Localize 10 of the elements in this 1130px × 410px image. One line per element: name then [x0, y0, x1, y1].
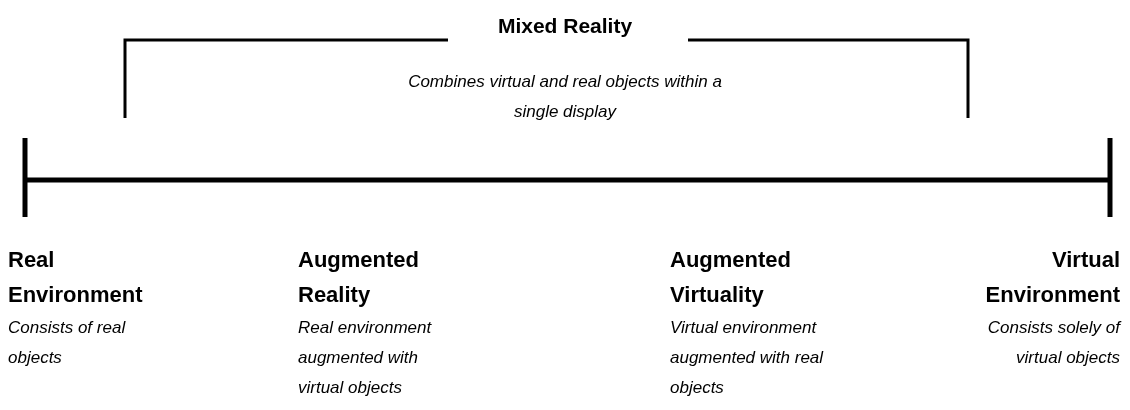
title: Mixed Reality [496, 14, 634, 38]
heading: Augmented Reality [298, 246, 420, 309]
heading: Virtual Environment [984, 246, 1120, 309]
heading: Augmented Virtuality [670, 246, 792, 309]
description: Consists solely of virtual objects [986, 317, 1120, 369]
description: Combines virtual and real objects within a single display [407, 71, 723, 123]
description: Virtual environment augmented with real objects [670, 317, 825, 399]
description: Real environment augmented with virtual objects [298, 317, 433, 399]
description: Consists of real objects [8, 317, 127, 369]
heading: Real Environment [8, 246, 144, 309]
